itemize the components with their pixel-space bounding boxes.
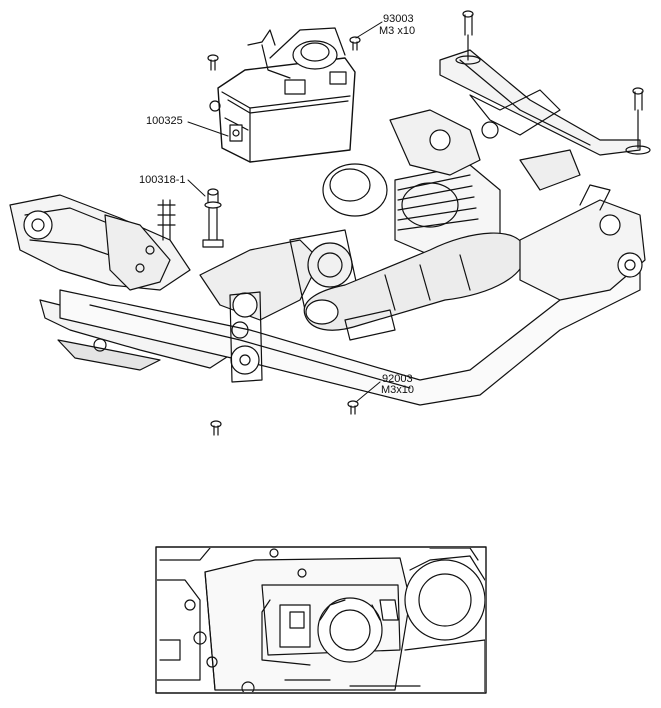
- tank-post: [202, 188, 224, 248]
- detail-inset: [155, 546, 487, 694]
- fuel-tank: [209, 27, 356, 163]
- screw-left-tank: [207, 54, 219, 71]
- callout-93003-part: 93003: [383, 13, 414, 25]
- callout-92003-spec: M3x10: [381, 384, 415, 396]
- screw-93003: [349, 36, 361, 51]
- callout-100318-part: 100318-1: [139, 174, 186, 186]
- screw-92003: [347, 400, 359, 415]
- callout-92003-part: 92003: [382, 373, 413, 385]
- screw-bottom: [210, 420, 222, 436]
- chassis-assembly: [9, 10, 651, 406]
- callout-93003-spec: M3 x10: [379, 25, 416, 37]
- callout-100325-part: 100325: [146, 115, 183, 127]
- leader-lines: [187, 21, 383, 403]
